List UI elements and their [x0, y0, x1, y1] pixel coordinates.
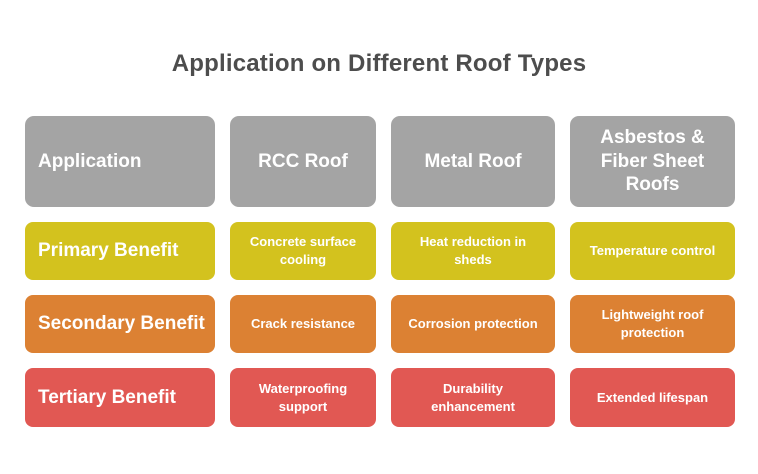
table-cell-secondary-rcc: Crack resistance	[230, 295, 376, 353]
column-header-asbestos-fiber-sheet-roofs: Asbestos & Fiber Sheet Roofs	[570, 116, 735, 207]
row-label-primary-benefit: Primary Benefit	[25, 222, 215, 280]
row-label-secondary-benefit: Secondary Benefit	[25, 295, 215, 353]
table-cell-tertiary-metal: Durability enhancement	[391, 368, 555, 427]
column-header-application: Application	[25, 116, 215, 207]
page-title: Application on Different Roof Types	[171, 50, 587, 77]
table-cell-primary-rcc: Concrete surface cooling	[230, 222, 376, 280]
column-header-rcc-roof: RCC Roof	[230, 116, 376, 207]
table-cell-primary-asbestos: Temperature control	[570, 222, 735, 280]
column-header-metal-roof: Metal Roof	[391, 116, 555, 207]
table-cell-secondary-metal: Corrosion protection	[391, 295, 555, 353]
table-cell-tertiary-asbestos: Extended lifespan	[570, 368, 735, 427]
row-label-tertiary-benefit: Tertiary Benefit	[25, 368, 215, 427]
table-cell-primary-metal: Heat reduction in sheds	[391, 222, 555, 280]
table-cell-tertiary-rcc: Waterproofing support	[230, 368, 376, 427]
roof-types-table: Application RCC Roof Metal Roof Asbestos…	[25, 116, 735, 427]
table-cell-secondary-asbestos: Lightweight roof protection	[570, 295, 735, 353]
